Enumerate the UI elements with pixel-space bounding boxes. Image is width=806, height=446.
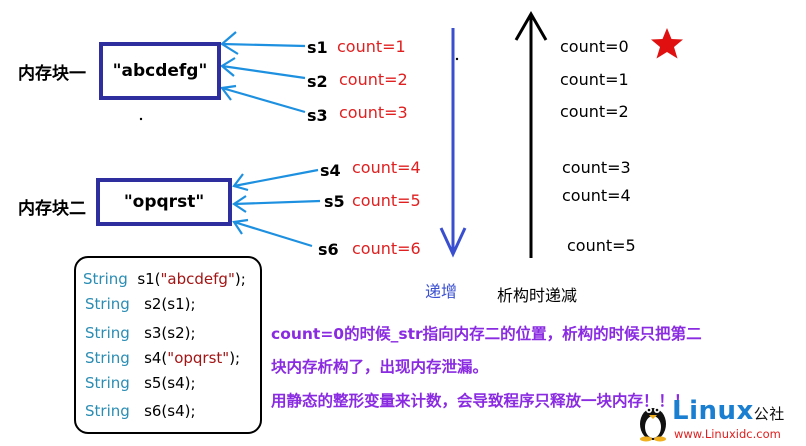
ref-name-s2: s2 xyxy=(307,72,328,91)
ref-arrow-s4-line xyxy=(233,168,319,188)
code-arg: "opqrst" xyxy=(167,349,230,367)
destruct-decrease-label: 析构时递减 xyxy=(497,286,578,305)
code-snippet-box: String s1("abcdefg"); String s2(s1); Str… xyxy=(74,256,262,434)
code-tail: ); xyxy=(184,402,196,420)
ref-name-s5: s5 xyxy=(324,192,345,211)
code-type: String xyxy=(85,402,130,420)
memory-block-2-box: "opqrst" xyxy=(96,178,232,226)
code-arg: s1 xyxy=(167,295,185,313)
explanation-line-2: 块内存析构了，出现内存泄漏。 xyxy=(271,358,489,376)
ref-arrow-s4-head xyxy=(232,173,249,192)
ref-name-s3: s3 xyxy=(307,106,328,125)
memory-block-2-label: 内存块二 xyxy=(18,199,86,219)
code-tail: ); xyxy=(234,270,246,288)
watermark-brand: Linux公社 xyxy=(672,396,785,426)
code-call: s5( xyxy=(144,374,168,392)
code-arg: s4 xyxy=(167,374,185,392)
memory-block-1-value: "abcdefg" xyxy=(112,61,208,81)
code-line: String s4("opqrst"); xyxy=(85,349,240,367)
penguin-icon xyxy=(640,407,666,442)
code-call: s4( xyxy=(144,349,168,367)
ref-arrow-s6-head xyxy=(232,218,249,235)
watermark-logo: Linux公社 www.Linuxidc.com xyxy=(636,396,804,444)
dot-mark xyxy=(139,117,143,121)
watermark-brand-name: Linux xyxy=(672,396,754,426)
ref-count-s5: count=5 xyxy=(352,191,421,210)
right-count-3: count=3 xyxy=(562,158,631,177)
ref-arrow-s5-line xyxy=(233,199,321,206)
right-count-1: count=1 xyxy=(560,70,629,89)
ref-name-s1: s1 xyxy=(307,38,328,57)
increase-label: 递增 xyxy=(425,282,458,301)
right-count-0: count=0 xyxy=(560,37,629,56)
code-call: s3( xyxy=(144,324,168,342)
ref-name-s4: s4 xyxy=(320,161,341,180)
code-type: String xyxy=(85,374,130,392)
code-line: String s5(s4); xyxy=(85,374,196,392)
ref-arrow-s1-head xyxy=(220,31,239,55)
code-call: s2( xyxy=(144,295,168,313)
ref-count-s4: count=4 xyxy=(352,158,421,177)
code-tail: ); xyxy=(184,374,196,392)
ref-count-s3: count=3 xyxy=(339,103,408,122)
ref-arrow-s3-head xyxy=(220,84,237,101)
code-type: String xyxy=(85,349,130,367)
ref-arrow-s3-line xyxy=(221,86,306,114)
ref-arrow-s6-line xyxy=(233,220,313,248)
code-tail: ); xyxy=(184,295,196,313)
ref-arrow-s1-tip xyxy=(221,42,306,48)
code-line: String s2(s1); xyxy=(85,295,196,313)
memory-block-2-value: "opqrst" xyxy=(123,192,205,212)
code-line: String s3(s2); xyxy=(85,324,196,342)
right-count-5: count=5 xyxy=(567,236,636,255)
ref-arrow-s2-head xyxy=(220,57,236,77)
memory-block-1-box: "abcdefg" xyxy=(99,42,221,100)
memory-block-1-label: 内存块一 xyxy=(18,64,86,84)
ref-count-s2: count=2 xyxy=(339,70,408,89)
star-icon xyxy=(651,28,683,59)
code-type: String xyxy=(85,324,130,342)
code-type: String xyxy=(85,295,130,313)
ref-arrow-s5-head xyxy=(232,195,247,213)
code-tail: ); xyxy=(184,324,196,342)
watermark-brand-suffix: 公社 xyxy=(753,405,785,423)
right-count-4: count=4 xyxy=(562,186,631,205)
code-call: s1( xyxy=(137,270,161,288)
code-line: String s1("abcdefg"); xyxy=(83,270,246,288)
code-line: String s6(s4); xyxy=(85,402,196,420)
code-call: s6( xyxy=(144,402,168,420)
decrease-arrow-head xyxy=(514,10,548,41)
ref-name-s6: s6 xyxy=(318,240,339,259)
ref-count-s6: count=6 xyxy=(352,239,421,258)
right-count-2: count=2 xyxy=(560,102,629,121)
code-tail: ); xyxy=(229,349,241,367)
ref-count-s1: count=1 xyxy=(337,37,406,56)
code-type: String xyxy=(83,270,128,288)
dot-mark xyxy=(455,57,459,61)
code-arg: s2 xyxy=(167,324,185,342)
watermark-url: www.Linuxidc.com xyxy=(674,427,781,441)
increase-arrow-head xyxy=(439,227,467,258)
code-arg: "abcdefg" xyxy=(160,270,235,288)
ref-arrow-s2-line xyxy=(221,64,306,80)
explanation-line-3: 用静态的整形变量来计数，会导致程序只释放一块内存！！！ xyxy=(271,392,690,410)
code-arg: s4 xyxy=(167,402,185,420)
explanation-line-1: count=0的时候_str指向内存二的位置，析构的时候只把第二 xyxy=(271,325,702,343)
